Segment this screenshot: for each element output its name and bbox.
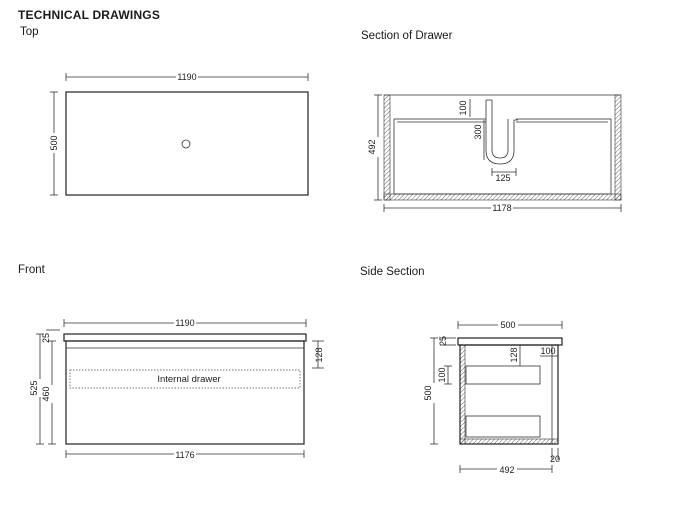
- section-drawer-label: Section of Drawer: [361, 30, 453, 42]
- drawer-dim-100: 100: [458, 100, 468, 115]
- side-height-total-label: 500: [423, 385, 433, 400]
- front-height-total-label: 525: [29, 380, 39, 395]
- top-width-label: 1190: [177, 72, 196, 82]
- side-section-view: 500 492 20 500 25 100 128 100: [423, 319, 563, 475]
- side-depth-top-label: 500: [500, 320, 515, 330]
- section-drawer-view: 100 300 125 492 1178: [367, 94, 622, 213]
- top-depth-label: 500: [49, 135, 59, 150]
- side-top-thickness-label: 25: [438, 336, 448, 346]
- drawer-width-label: 1178: [492, 203, 511, 213]
- side-depth-bottom-label: 492: [499, 465, 514, 475]
- lower-drawer-section: [465, 415, 541, 438]
- front-view-label: Front: [18, 264, 45, 276]
- drawer-dim-300: 300: [473, 124, 483, 139]
- drawer-right-wall: [614, 94, 622, 201]
- front-top-slab: [63, 333, 307, 342]
- side-back-wall: [459, 344, 466, 445]
- drawer-base: [383, 193, 622, 201]
- side-dim-128: 128: [509, 347, 519, 362]
- front-top-thickness-label: 25: [41, 333, 51, 343]
- front-bottom-width-label: 1176: [175, 450, 194, 460]
- drawer-dim-125: 125: [495, 173, 510, 183]
- side-dim-100: 100: [437, 367, 447, 382]
- top-view-label: Top: [20, 26, 39, 38]
- front-top-width-label: 1190: [175, 318, 194, 328]
- side-dim-20: 20: [550, 454, 560, 464]
- drawer-depth-label: 492: [367, 139, 377, 154]
- top-view: 1190 500: [48, 71, 309, 196]
- front-cabinet-body: [65, 340, 305, 445]
- side-base: [459, 438, 559, 445]
- drawer-left-wall: [383, 94, 391, 201]
- upper-drawer-section: [465, 365, 541, 385]
- side-top-slab: [457, 337, 563, 346]
- front-drawer-front-label: 128: [314, 347, 324, 362]
- side-section-label: Side Section: [360, 266, 425, 278]
- page-title: TECHNICAL DRAWINGS: [18, 8, 161, 22]
- waste-trap-cutout: [485, 100, 518, 165]
- tap-hole: [181, 139, 191, 149]
- front-view: Internal drawer 1190 1176 525 460 25 128: [29, 317, 324, 460]
- top-outline: [65, 91, 309, 196]
- side-dim-100b: 100: [540, 346, 555, 356]
- internal-drawer-label: Internal drawer: [157, 374, 220, 385]
- internal-drawer-outline: [69, 369, 301, 389]
- front-height-body-label: 460: [41, 386, 51, 401]
